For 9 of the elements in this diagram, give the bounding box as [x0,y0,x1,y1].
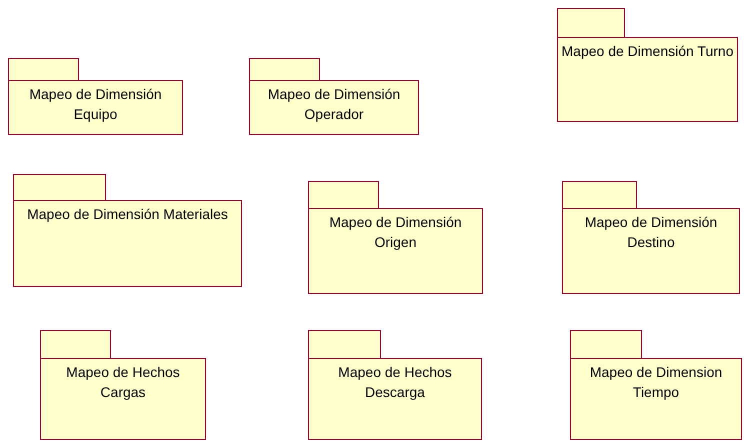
package-name: Mapeo de Dimension Tiempo [588,363,724,402]
package-name: Mapeo de Dimensión Materiales [26,205,229,224]
package-name: Mapeo de Dimensión Destino [584,213,718,252]
package-name: Mapeo de Hechos Cargas [65,363,181,402]
package-name: Mapeo de Dimensión Origen [328,213,463,252]
package-name: Mapeo de Hechos Descarga [337,363,453,402]
package-name: Mapeo de Dimensión Operador [266,85,402,124]
package-name: Mapeo de Dimensión Turno [561,42,734,61]
package-name: Mapeo de Dimensión Equipo [28,85,163,124]
